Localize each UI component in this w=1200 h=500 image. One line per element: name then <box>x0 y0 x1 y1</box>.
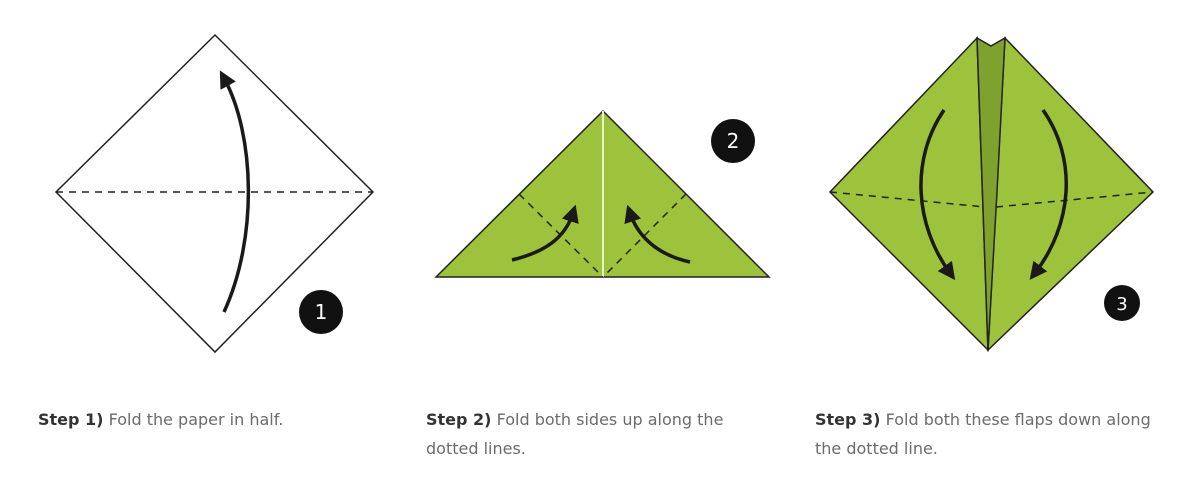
step-1-caption: Step 1) Fold the paper in half. <box>38 405 383 434</box>
svg-text:3: 3 <box>1116 294 1127 315</box>
step-3-caption: Step 3) Fold both these flaps down along… <box>815 405 1160 463</box>
step-2-text: Fold both sides up along the dotted line… <box>426 410 724 458</box>
step-2-left-fold-line <box>518 193 604 278</box>
step-3-figure: 3 <box>828 36 1155 352</box>
step-1-number-badge: 1 <box>299 290 343 334</box>
step-2-figure: 2 <box>434 109 771 278</box>
step-2-right-arrow <box>624 204 691 264</box>
step-1-label: Step 1) <box>38 410 104 429</box>
step-1-figure: 1 <box>54 33 375 354</box>
step-1-fold-arrow <box>219 70 251 313</box>
step-3-left-flap <box>828 36 989 352</box>
svg-text:2: 2 <box>727 129 740 153</box>
step-3-right-arrow <box>1029 108 1068 280</box>
step-3-text: Fold both these flaps down along the dot… <box>815 410 1151 458</box>
step-3-number-badge: 3 <box>1104 285 1140 321</box>
step-2-caption: Step 2) Fold both sides up along the dot… <box>426 405 771 463</box>
step-3-label: Step 3) <box>815 410 881 429</box>
step-3-right-fold-line <box>995 191 1154 208</box>
step-3-left-arrow <box>919 109 956 281</box>
step-2-label: Step 2) <box>426 410 492 429</box>
step-3-center-strip <box>976 36 1006 351</box>
step-2-left-arrow <box>511 204 579 262</box>
svg-text:1: 1 <box>315 300 328 324</box>
step-2-number-badge: 2 <box>711 119 755 163</box>
step-1-paper-diamond <box>54 33 375 354</box>
origami-diagram: 1 2 3 <box>54 33 1155 354</box>
step-1-text: Fold the paper in half. <box>108 410 284 429</box>
